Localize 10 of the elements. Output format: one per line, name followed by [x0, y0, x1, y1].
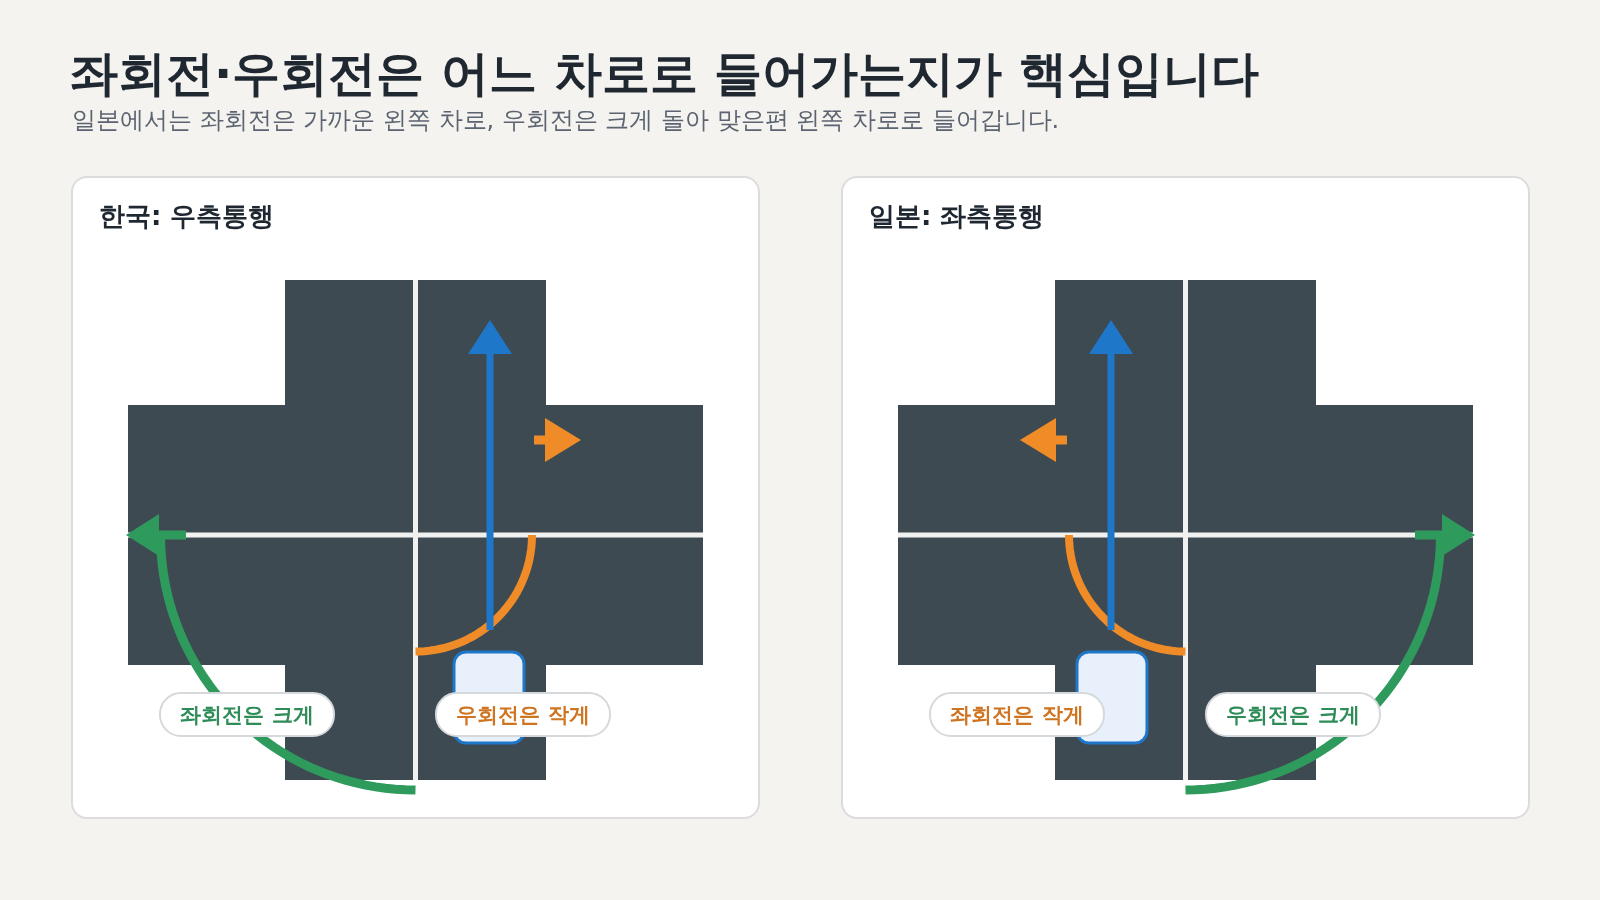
- panel-card: [71, 176, 760, 819]
- turn-label: 우회전은 작게: [435, 692, 611, 737]
- panel-heading: 일본: 좌측통행: [869, 200, 1045, 233]
- panel-heading: 한국: 우측통행: [99, 200, 275, 233]
- subtitle: 일본에서는 좌회전은 가까운 왼쪽 차로, 우회전은 크게 돌아 맞은편 왼쪽 차로로 들어갑니다.: [72, 105, 1060, 136]
- title: 좌회전·우회전은 어느 차로로 들어가는지가 핵심입니다: [70, 45, 1260, 103]
- turn-label: 좌회전은 크게: [159, 692, 335, 737]
- turn-label: 우회전은 크게: [1205, 692, 1381, 737]
- panel-card: [841, 176, 1530, 819]
- turn-label: 좌회전은 작게: [929, 692, 1105, 737]
